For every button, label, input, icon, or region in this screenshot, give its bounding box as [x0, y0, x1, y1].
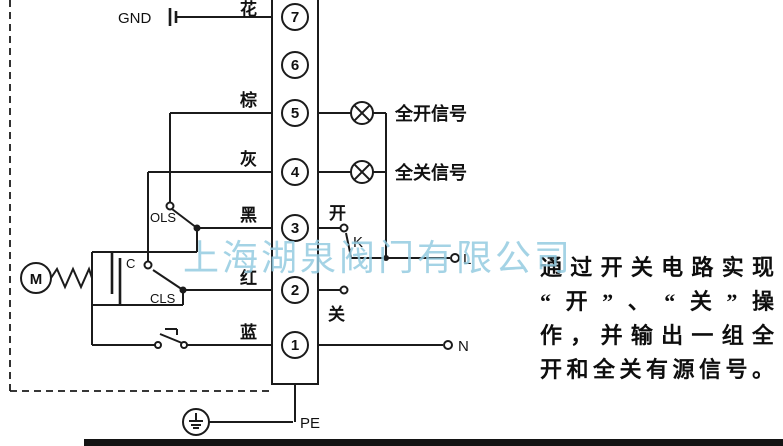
full-close-signal-label: 全关信号	[394, 162, 467, 183]
terminal-5: 5	[281, 99, 309, 127]
capacitor-label: C	[126, 256, 135, 271]
terminal-1: 1	[281, 331, 309, 359]
terminal-N	[443, 340, 453, 350]
wire-label-hui: 灰	[240, 149, 257, 169]
lamp-full-open	[350, 101, 374, 125]
gnd-label: GND	[118, 10, 152, 27]
pe-earth-icon	[182, 408, 210, 436]
switch-k	[339, 223, 460, 350]
terminal-2: 2	[281, 276, 309, 304]
cls-label: CLS	[150, 291, 176, 306]
lamp-full-close	[350, 160, 374, 184]
terminal-3: 3	[281, 214, 309, 242]
terminal-4-number: 4	[291, 164, 300, 181]
ols-label: OLS	[150, 210, 176, 225]
diagram-labels: GND 花 棕 灰 黑 红 蓝 开 K 关 L N PE 全开信号 全关信号	[118, 0, 471, 432]
k-switch-label: K	[353, 234, 363, 251]
terminal-L	[450, 253, 460, 263]
wire-label-lan: 蓝	[240, 323, 257, 342]
description-note: 通过开关电路实现 “开”、“关”操 作，并输出一组全 开和全关有源信号。	[540, 251, 774, 387]
dashed-enclosure	[9, 0, 272, 392]
open-contact-label: 开	[329, 204, 346, 223]
terminal-7: 7	[281, 3, 309, 31]
switch-protector	[154, 341, 188, 349]
wire-label-hei: 黑	[240, 206, 257, 225]
switch-ols: OLS	[150, 201, 201, 232]
n-terminal-label: N	[458, 338, 469, 355]
terminal-1-number: 1	[291, 337, 299, 354]
note-line-3: 作，并输出一组全	[540, 323, 774, 348]
close-contact-label: 关	[328, 304, 345, 324]
terminal-4: 4	[281, 158, 309, 186]
chassis-ground-icon	[168, 8, 178, 26]
wire-label-hong: 红	[240, 268, 257, 288]
pe-label: PE	[300, 415, 320, 432]
terminal-5-number: 5	[291, 105, 299, 122]
terminal-6: 6	[281, 51, 309, 79]
note-line-2: “开”、“关”操	[540, 289, 774, 314]
terminal-7-number: 7	[291, 9, 299, 26]
motor-symbol: M	[20, 262, 93, 294]
motor-winding	[50, 266, 93, 290]
terminal-2-number: 2	[291, 282, 299, 299]
bottom-bar	[84, 439, 783, 446]
switch-cls: CLS	[143, 260, 187, 306]
full-open-signal-label: 全开信号	[394, 103, 467, 124]
wire-label-zong: 棕	[240, 90, 257, 110]
terminal-block: 7 6 5 4 3 2 1	[271, 0, 319, 385]
note-line-1: 通过开关电路实现	[540, 255, 774, 280]
motor-label: M	[30, 271, 43, 288]
note-line-4: 开和全关有源信号。	[540, 357, 774, 382]
capacitor-symbol: C	[110, 252, 135, 305]
terminal-3-number: 3	[291, 220, 299, 237]
wire-label-hua: 花	[240, 0, 257, 19]
l-terminal-label: L	[463, 251, 471, 268]
terminal-6-number: 6	[291, 57, 299, 74]
